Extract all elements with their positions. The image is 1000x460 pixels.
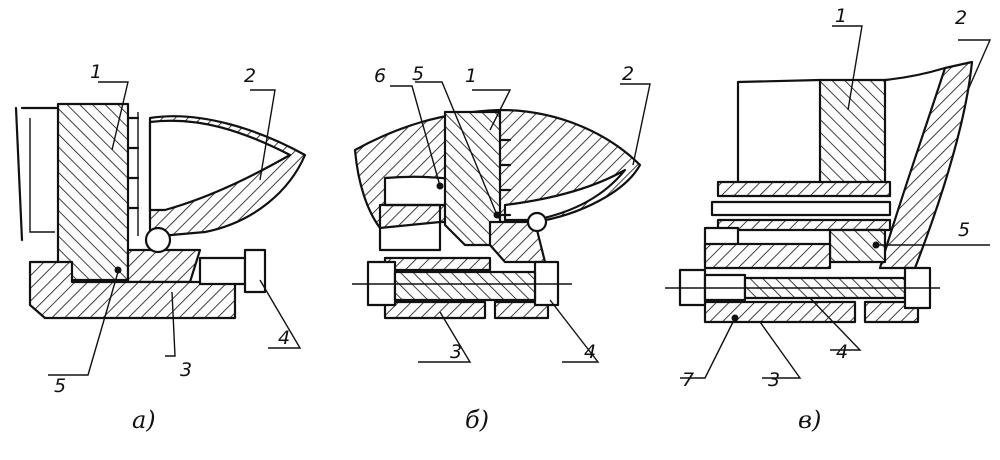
fig-b-label-1: 1 [465,65,477,87]
fig-c-label-4: 4 [836,341,848,363]
fig-c-leader-3 [759,321,802,379]
fig-a-weld-point [114,266,122,274]
fig-a-label-4: 4 [278,327,290,349]
fig-b-leader-4 [549,299,600,363]
fig-a-caption: а) [132,406,156,434]
fig-b-shell-inner [503,168,627,222]
fig-b-base-top [383,256,492,272]
fig-b-base-bottom-left [383,300,487,320]
fig-b-label-5: 5 [412,63,424,85]
fig-a-label-5: 5 [54,375,66,397]
fig-b-label-6: 6 [374,65,386,87]
fig-c-label-5: 5 [958,219,970,241]
fig-c-label-3: 3 [768,369,780,391]
fig-a-bolt-body [198,256,247,286]
fig-c-leader-7 [680,317,736,379]
fig-a-leader-2 [250,89,276,181]
fig-a-base [28,260,237,320]
fig-c-plate-top [716,180,892,198]
fig-c-leader-4 [809,297,862,351]
figure-b: 6 5 1 2 3 4 б) [352,63,651,434]
fig-a-pin [144,226,172,254]
fig-a-left-edge [14,106,24,242]
fig-b-label-4: 4 [584,341,596,363]
fig-a-label-2: 2 [244,65,256,87]
fig-c-caption: в) [798,406,821,434]
fig-b-caption: б) [465,406,489,434]
fig-a-adapter-notches [126,116,140,210]
fig-c-rod [710,200,892,217]
fig-b-bolt [393,270,537,302]
fig-a-label-3: 3 [180,359,192,381]
fig-b-leader-3 [418,311,472,363]
fig-a-wedge [126,248,202,284]
fig-b-lower-box [378,203,442,252]
fig-c-base-top [703,242,832,270]
figure-a: 1 2 3 4 5 а) [14,61,307,434]
fig-b-adapter-notches [498,138,512,217]
fig-b-adapter [443,110,502,247]
fig-b-leader-6 [390,85,441,187]
fig-a-inner-frame [29,118,55,233]
fig-a-leader-1 [98,81,129,151]
fig-c-label-2: 2 [955,7,967,29]
fig-c-top-left [736,78,822,84]
fig-b-label-3: 3 [450,341,462,363]
fig-a-leader-4 [259,279,302,349]
fig-c-label-7: 7 [682,369,694,391]
fig-c-adapter [818,78,887,192]
fig-a-adapter [56,102,130,282]
fig-a-leader-3 [165,291,176,357]
fig-a-bolt-head [243,248,267,294]
fig-c-label-1: 1 [835,5,847,27]
fig-a-leader-5 [48,271,119,376]
fig-c-base-bottom [703,300,857,324]
fig-b-pin [526,211,548,233]
fig-c-plate-bottom [716,218,892,232]
fig-c-leader-2 [958,39,992,91]
fig-b-label-2: 2 [622,63,634,85]
fig-b-leader-5 [415,81,498,216]
fig-a-label-1: 1 [90,61,102,83]
fig-a-shell-inner [148,119,292,212]
fig-c-top-right [883,66,947,82]
fig-b-leader-1 [472,89,512,131]
fig-b-leader-2 [620,83,651,166]
figure-c: 1 2 5 7 3 4 в) [665,5,992,434]
fig-c-leader-1 [832,25,863,111]
